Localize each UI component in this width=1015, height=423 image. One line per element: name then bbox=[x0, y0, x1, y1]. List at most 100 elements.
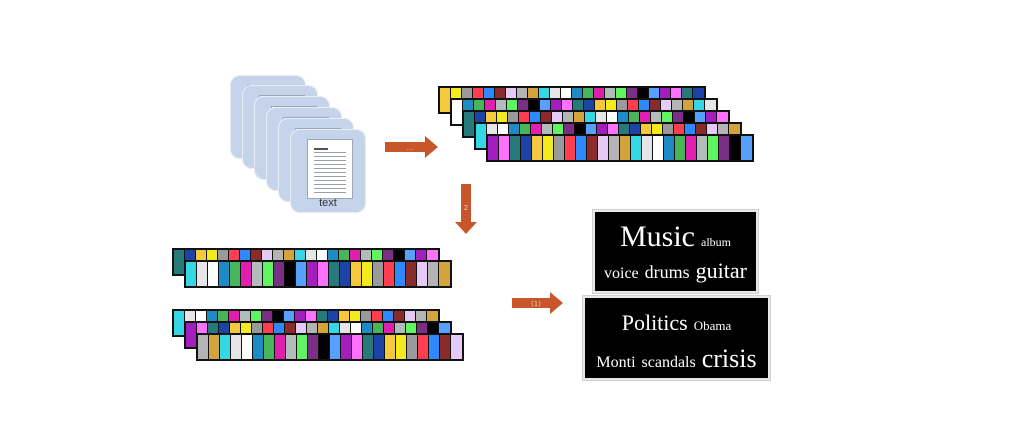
document-card: text bbox=[290, 129, 366, 213]
document-text-line bbox=[314, 184, 346, 185]
topic-cell bbox=[451, 335, 462, 359]
document-text-line bbox=[314, 192, 346, 193]
topic-cell bbox=[440, 335, 451, 359]
topic-cell bbox=[351, 262, 362, 286]
topic-cell bbox=[186, 262, 197, 286]
arrow-down bbox=[455, 184, 477, 234]
topic-cell bbox=[587, 136, 598, 160]
topic-cell bbox=[499, 136, 510, 160]
word-cloud-row: Music album bbox=[595, 220, 756, 254]
topic-cell bbox=[521, 136, 532, 160]
topic-cell bbox=[719, 136, 730, 160]
document-text-line bbox=[314, 180, 346, 181]
arrow-to-clouds-label: (1) bbox=[531, 300, 541, 308]
topic-cell bbox=[439, 262, 450, 286]
arrow-down-label: 2 bbox=[464, 204, 468, 212]
topic-strip bbox=[184, 260, 452, 288]
topic-cell bbox=[198, 335, 209, 359]
topic-cell bbox=[219, 262, 230, 286]
topic-cell bbox=[242, 335, 253, 359]
cloud-word: Music bbox=[620, 220, 695, 253]
topic-cell bbox=[385, 335, 396, 359]
cloud-word: voice bbox=[604, 265, 639, 282]
topic-cell bbox=[576, 136, 587, 160]
topic-cell bbox=[220, 335, 231, 359]
topic-cell bbox=[407, 335, 418, 359]
topic-cell bbox=[330, 335, 341, 359]
cloud-word: Politics bbox=[621, 310, 688, 335]
document-caption: text bbox=[319, 197, 337, 209]
topic-cell bbox=[532, 136, 543, 160]
topic-cell bbox=[352, 335, 363, 359]
topic-cell bbox=[230, 262, 241, 286]
topic-cell bbox=[406, 262, 417, 286]
topic-cell bbox=[598, 136, 609, 160]
document-text-line bbox=[314, 148, 328, 150]
document-text-line bbox=[314, 164, 346, 165]
topic-cell bbox=[241, 262, 252, 286]
topic-cell bbox=[318, 262, 329, 286]
topic-cell bbox=[565, 136, 576, 160]
topic-cell bbox=[274, 262, 285, 286]
topic-cell bbox=[741, 136, 752, 160]
topic-cell bbox=[340, 262, 351, 286]
topic-cell bbox=[418, 335, 429, 359]
topic-cell bbox=[208, 262, 219, 286]
topic-cell bbox=[363, 335, 374, 359]
topic-cell bbox=[275, 335, 286, 359]
topic-cell bbox=[231, 335, 242, 359]
topic-cell bbox=[373, 262, 384, 286]
arrow-to-clouds bbox=[512, 292, 563, 314]
topic-cell bbox=[488, 136, 499, 160]
cloud-word: album bbox=[701, 235, 731, 249]
topic-cell bbox=[209, 335, 220, 359]
topic-cell bbox=[510, 136, 521, 160]
topic-cell bbox=[664, 136, 675, 160]
topic-cell bbox=[341, 335, 352, 359]
topic-cell bbox=[428, 262, 439, 286]
cloud-word: drums bbox=[644, 262, 690, 282]
document-text-line bbox=[314, 176, 346, 177]
topic-cell bbox=[308, 335, 319, 359]
document-text-line bbox=[314, 156, 346, 157]
topic-cell bbox=[395, 262, 406, 286]
arrow-right bbox=[385, 136, 438, 158]
topic-cell bbox=[396, 335, 407, 359]
topic-cell bbox=[264, 335, 275, 359]
topic-cell bbox=[384, 262, 395, 286]
cloud-word: crisis bbox=[701, 344, 757, 373]
topic-cell bbox=[252, 262, 263, 286]
topic-cell bbox=[296, 262, 307, 286]
topic-cell bbox=[609, 136, 620, 160]
topic-cell bbox=[329, 262, 340, 286]
topic-cell bbox=[197, 262, 208, 286]
document-text-line bbox=[314, 172, 346, 173]
cloud-word: scandals bbox=[641, 354, 696, 371]
topic-cell bbox=[253, 335, 264, 359]
document-text-line bbox=[314, 188, 346, 189]
topic-cell bbox=[319, 335, 330, 359]
topic-cell bbox=[362, 262, 373, 286]
cloud-word: guitar bbox=[695, 258, 747, 283]
cloud-word: Obama bbox=[693, 318, 732, 333]
topic-strip bbox=[196, 333, 464, 361]
topic-cell bbox=[675, 136, 686, 160]
topic-cell bbox=[285, 262, 296, 286]
topic-cell bbox=[374, 335, 385, 359]
topic-cell bbox=[297, 335, 308, 359]
topic-cell bbox=[417, 262, 428, 286]
topic-cell bbox=[543, 136, 554, 160]
document-icon bbox=[307, 139, 353, 199]
document-text-line bbox=[314, 168, 346, 169]
topic-cell bbox=[286, 335, 297, 359]
topic-cell bbox=[620, 136, 631, 160]
topic-cell bbox=[708, 136, 719, 160]
document-text-line bbox=[314, 160, 346, 161]
topic-cell bbox=[642, 136, 653, 160]
